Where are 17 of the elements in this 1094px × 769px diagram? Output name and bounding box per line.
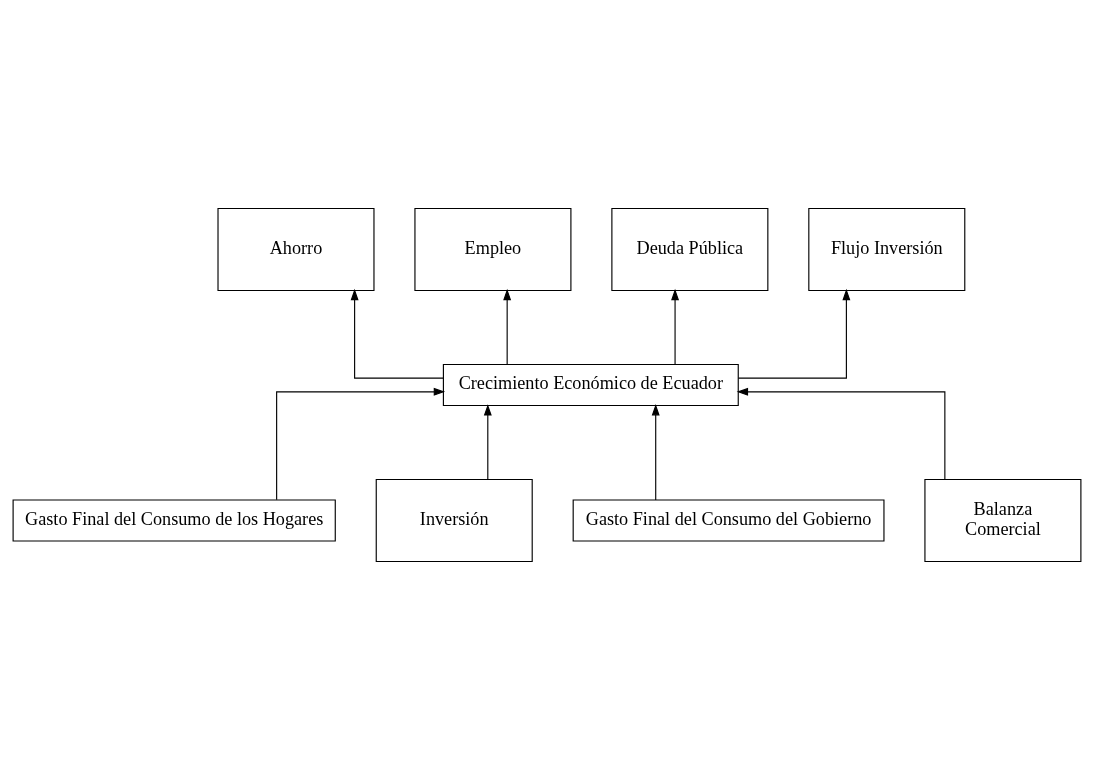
arrow [651,403,660,500]
node-box: Deuda Pública [611,207,769,291]
arrow [736,387,946,480]
node-box: Gasto Final del Consumo de los Hogares [12,498,336,542]
node-box: Crecimiento Económico de Ecuador [442,363,739,406]
arrow [503,288,512,365]
arrow [483,403,492,480]
arrow [276,387,446,500]
node-box: Ahorro [217,207,375,291]
node-box: Flujo Inversión [808,207,966,291]
node-box: Balanza Comercial [924,478,1082,562]
arrow [737,288,851,379]
arrow [671,288,680,365]
node-box: Gasto Final del Consumo del Gobierno [572,498,885,542]
arrow [350,288,444,379]
node-box: Inversión [375,478,533,562]
node-box: Empleo [414,207,572,291]
